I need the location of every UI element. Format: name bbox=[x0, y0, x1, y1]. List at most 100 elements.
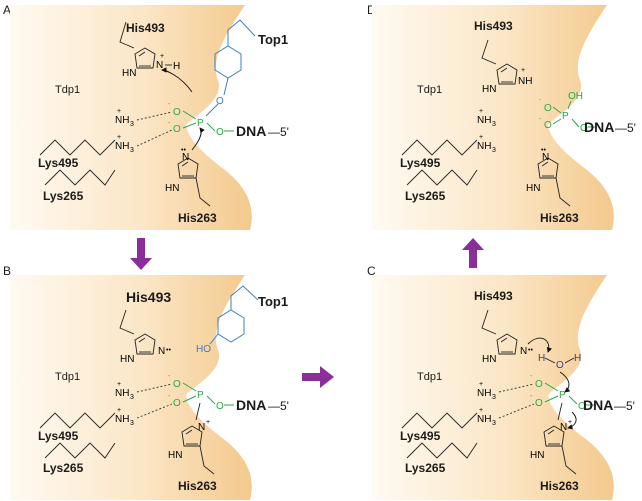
svg-text:Tdp1: Tdp1 bbox=[417, 84, 442, 96]
plus-a: + bbox=[160, 53, 164, 60]
svg-text:3: 3 bbox=[130, 420, 134, 427]
h-atom-a: H bbox=[173, 61, 180, 72]
svg-text:His493: His493 bbox=[474, 289, 513, 303]
hn-atom-a: HN bbox=[122, 68, 136, 79]
svg-text:+: + bbox=[568, 419, 572, 426]
svg-text:O: O bbox=[544, 103, 552, 114]
svg-text:Top1: Top1 bbox=[258, 294, 288, 309]
svg-text:N: N bbox=[520, 346, 527, 357]
svg-text:NH: NH bbox=[518, 76, 532, 87]
svg-text:HN: HN bbox=[120, 354, 134, 365]
svg-text:—5': —5' bbox=[268, 399, 289, 413]
svg-text:O: O bbox=[578, 401, 586, 412]
svg-text:O: O bbox=[544, 120, 552, 131]
panel-d: D Tdp1 His493 Lys495 Lys265 His263 HN NH… bbox=[367, 3, 636, 230]
o-atom-a1: O bbox=[173, 107, 181, 118]
svg-text:••: •• bbox=[166, 347, 171, 354]
arrow-b-to-c bbox=[302, 366, 334, 388]
top1-label-a: Top1 bbox=[258, 32, 288, 47]
svg-text:DNA: DNA bbox=[584, 119, 614, 135]
svg-text:H: H bbox=[574, 353, 581, 364]
svg-text:••: •• bbox=[181, 147, 186, 154]
svg-text:Lys265: Lys265 bbox=[405, 461, 446, 475]
svg-text:NH: NH bbox=[477, 388, 491, 399]
svg-text:N: N bbox=[560, 422, 567, 433]
svg-text:+: + bbox=[206, 419, 210, 426]
svg-text:HN: HN bbox=[530, 450, 544, 461]
svg-text:O: O bbox=[173, 379, 181, 390]
svg-text:O: O bbox=[173, 398, 181, 409]
svg-text:+: + bbox=[117, 134, 121, 141]
svg-text:N: N bbox=[198, 422, 205, 433]
svg-text:-: - bbox=[168, 373, 171, 380]
svg-text:-: - bbox=[168, 101, 171, 108]
dna-end-a: —5' bbox=[268, 125, 289, 139]
svg-text:Lys265: Lys265 bbox=[43, 461, 84, 475]
svg-text:Lys495: Lys495 bbox=[38, 429, 79, 443]
svg-text:HN: HN bbox=[482, 84, 496, 95]
svg-text:-: - bbox=[168, 120, 171, 127]
o-atom-a2: O bbox=[173, 124, 181, 135]
arrow-a-to-b bbox=[130, 238, 152, 270]
svg-text:O: O bbox=[580, 123, 588, 134]
svg-text:HN: HN bbox=[168, 450, 182, 461]
svg-text:+: + bbox=[117, 381, 121, 388]
svg-text:+: + bbox=[117, 407, 121, 414]
svg-text:NH: NH bbox=[477, 115, 491, 126]
svg-text:NH: NH bbox=[115, 414, 129, 425]
panel-c: C Tdp1 His493 Lys495 Lys265 His263 HN N … bbox=[367, 264, 635, 500]
svg-text:Tdp1: Tdp1 bbox=[417, 371, 442, 383]
svg-text:His493: His493 bbox=[474, 19, 513, 33]
arrow-c-to-d bbox=[462, 238, 484, 268]
svg-text:3: 3 bbox=[130, 394, 134, 401]
svg-text:His263: His263 bbox=[540, 211, 579, 225]
svg-text:+: + bbox=[479, 381, 483, 388]
svg-text:+: + bbox=[117, 108, 121, 115]
svg-text:OH: OH bbox=[568, 91, 583, 102]
n-atom-a2: N bbox=[182, 152, 189, 163]
svg-text:HN: HN bbox=[526, 183, 540, 194]
svg-text:—5': —5' bbox=[614, 399, 635, 413]
panel-b-letter: B bbox=[3, 264, 11, 278]
n-atom-a: N bbox=[156, 60, 163, 71]
svg-text:3: 3 bbox=[492, 420, 496, 427]
panel-a-letter: A bbox=[3, 3, 11, 17]
svg-text:O: O bbox=[535, 398, 543, 409]
svg-text:NH: NH bbox=[115, 388, 129, 399]
svg-text:N: N bbox=[158, 346, 165, 357]
svg-text:-: - bbox=[539, 116, 542, 123]
svg-text:N: N bbox=[542, 152, 549, 163]
svg-text:3: 3 bbox=[492, 394, 496, 401]
svg-text:••: •• bbox=[528, 347, 533, 354]
svg-text:HO: HO bbox=[196, 344, 211, 355]
lys1-label-a: Lys495 bbox=[38, 156, 79, 170]
svg-text:+: + bbox=[521, 67, 525, 74]
svg-text:D: D bbox=[367, 3, 376, 17]
svg-text:3: 3 bbox=[492, 147, 496, 154]
svg-text:+: + bbox=[479, 407, 483, 414]
svg-text:••: •• bbox=[541, 147, 546, 154]
svg-text:-: - bbox=[530, 393, 533, 400]
svg-text:P: P bbox=[559, 390, 566, 401]
svg-text:P: P bbox=[197, 390, 204, 401]
svg-text:+: + bbox=[479, 134, 483, 141]
svg-text:O: O bbox=[216, 401, 224, 412]
svg-text:3: 3 bbox=[130, 121, 134, 128]
svg-text:-: - bbox=[530, 373, 533, 380]
svg-text:His263: His263 bbox=[178, 479, 217, 493]
svg-text:O: O bbox=[535, 379, 543, 390]
svg-text:O: O bbox=[556, 360, 564, 371]
svg-text:H: H bbox=[538, 353, 545, 364]
svg-text:Lys495: Lys495 bbox=[400, 156, 441, 170]
svg-text:P: P bbox=[562, 111, 569, 122]
svg-text:—5': —5' bbox=[615, 121, 636, 135]
o-atom-a3: O bbox=[216, 127, 224, 138]
p-atom-a: P bbox=[197, 118, 204, 129]
svg-text:-: - bbox=[539, 97, 542, 104]
svg-text:-: - bbox=[168, 393, 171, 400]
nh-atom-a2: HN bbox=[165, 183, 179, 194]
svg-text:C: C bbox=[367, 264, 376, 278]
panel-b: B Tdp1 His493 Lys495 Lys265 His263 HN N … bbox=[3, 264, 289, 500]
svg-text:DNA: DNA bbox=[583, 397, 613, 413]
